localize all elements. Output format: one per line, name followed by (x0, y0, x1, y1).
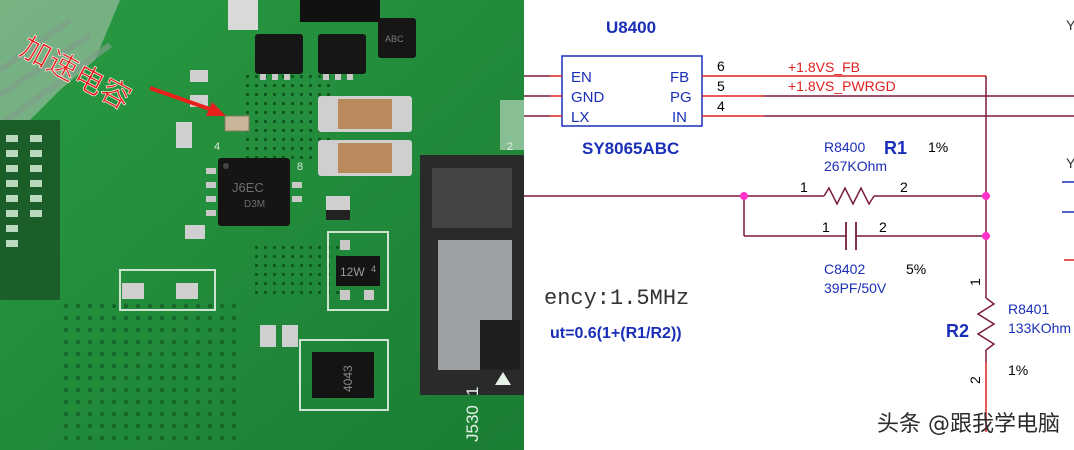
ic-ref-label: U8400 (606, 18, 656, 37)
junction-r1 (982, 192, 990, 200)
chip-marking-line2: D3M (244, 199, 265, 210)
ic-part-number: SY8065ABC (582, 139, 679, 158)
via-field-b (250, 240, 340, 300)
chip-12w-marking: 12W (340, 265, 365, 279)
vout-formula: ut=0.6(1+(R1/R2)) (550, 325, 682, 342)
passive-components (119, 70, 350, 347)
pin-label-gnd: GND (571, 89, 605, 106)
mosfet-pins (260, 74, 353, 80)
buck-ic-chip (218, 158, 290, 226)
speedup-capacitor (224, 115, 250, 132)
pin-number-4: 4 (717, 98, 725, 114)
top-small-chip (378, 18, 416, 58)
junction-left (740, 192, 748, 200)
right-pad (500, 100, 524, 150)
silk-connector-label: J530 (463, 405, 482, 442)
chip-pads (206, 168, 302, 216)
silk-connector-digit: 1 (463, 387, 482, 396)
cap-tolerance: 5% (906, 261, 926, 277)
chip-12w-pad3 (340, 290, 350, 300)
connector-slot-top (432, 168, 512, 228)
annotation-arrow-shaft (149, 86, 219, 114)
left-pin-wires (524, 75, 550, 117)
schematic-drawing: U8400 EN GND LX FB PG IN SY8065ABC (524, 17, 1074, 432)
cap-ref: C8402 (824, 261, 865, 277)
r1-pin2: 2 (900, 179, 908, 195)
chip-4043 (312, 352, 374, 398)
watermark: 头条 @跟我学电脑 (877, 412, 1060, 437)
left-module-pads (6, 135, 42, 247)
chip-12w-pin: 4 (371, 264, 376, 274)
pcb-photo: ABC J6EC D3M 4 8 (0, 0, 524, 450)
r1-tolerance: 1% (928, 139, 948, 155)
r2-pin2: 2 (967, 376, 983, 384)
silk-triangle-mark (495, 372, 511, 385)
top-component (300, 0, 380, 22)
pin-label-in: IN (672, 109, 687, 126)
left-pin-stubs (550, 75, 562, 117)
ceramic-cap-1 (318, 96, 412, 132)
right-pin-stubs (702, 75, 764, 117)
pin-number-5: 5 (717, 78, 725, 94)
r2-resistor (976, 297, 996, 351)
trace-group-a (0, 17, 112, 128)
connector-silk-pin: 2 (507, 141, 513, 153)
r1-pin1: 1 (800, 179, 808, 195)
r2-value: 133KOhm (1008, 320, 1071, 336)
chip-12w-pad2 (364, 290, 374, 300)
margin-mark-mid: Y (1066, 155, 1074, 171)
chip-12w (336, 256, 380, 286)
net-pg-label: +1.8VS_PWRGD (788, 78, 896, 94)
chip-silk-pin: 4 (214, 141, 220, 153)
via-field-c (60, 300, 240, 440)
pin-number-6: 6 (717, 58, 725, 74)
frequency-note: ency:1.5MHz (544, 286, 689, 311)
pin-label-en: EN (571, 69, 592, 86)
net-fb-label: +1.8VS_FB (788, 59, 860, 75)
chip-12w-outline (327, 231, 389, 311)
chip-pin1-dot (223, 163, 229, 169)
r2-ref: R8401 (1008, 301, 1049, 317)
ceramic-cap-2 (318, 140, 412, 176)
chip-silk-pin2: 8 (297, 161, 303, 173)
cap-pin2: 2 (879, 219, 887, 235)
chip-marking-line1: J6EC (232, 180, 264, 195)
junction-cap (982, 232, 990, 240)
annotation-arrow-head (206, 102, 226, 116)
chip-12w-pad1 (340, 240, 350, 250)
r2-tolerance: 1% (1008, 362, 1028, 378)
chip-4043-outline (299, 339, 389, 411)
pcb-photo-drawing: ABC J6EC D3M 4 8 (0, 0, 524, 450)
solder-blob (228, 0, 258, 30)
mosfet-1 (255, 34, 303, 74)
pin-label-lx: LX (571, 109, 589, 126)
pin-label-fb: FB (670, 69, 689, 86)
margin-mark-top: Y (1066, 17, 1074, 33)
r1-resistor (823, 186, 875, 206)
r2-label: R2 (946, 321, 969, 341)
connector-latch (480, 320, 520, 370)
schematic: U8400 EN GND LX FB PG IN SY8065ABC (524, 0, 1074, 450)
top-chip-marking: ABC (385, 34, 404, 44)
r1-value: 267KOhm (824, 158, 887, 174)
via-field-a (240, 75, 330, 165)
pin-label-pg: PG (670, 89, 692, 106)
chip-4043-marking: 4043 (341, 365, 355, 392)
mosfet-2 (318, 34, 366, 74)
cap-value: 39PF/50V (824, 280, 887, 296)
r1-label: R1 (884, 138, 907, 158)
r1-ref: R8400 (824, 139, 865, 155)
ic-body (561, 55, 703, 127)
r2-pin1: 1 (967, 278, 983, 286)
cap-pin1: 1 (822, 219, 830, 235)
